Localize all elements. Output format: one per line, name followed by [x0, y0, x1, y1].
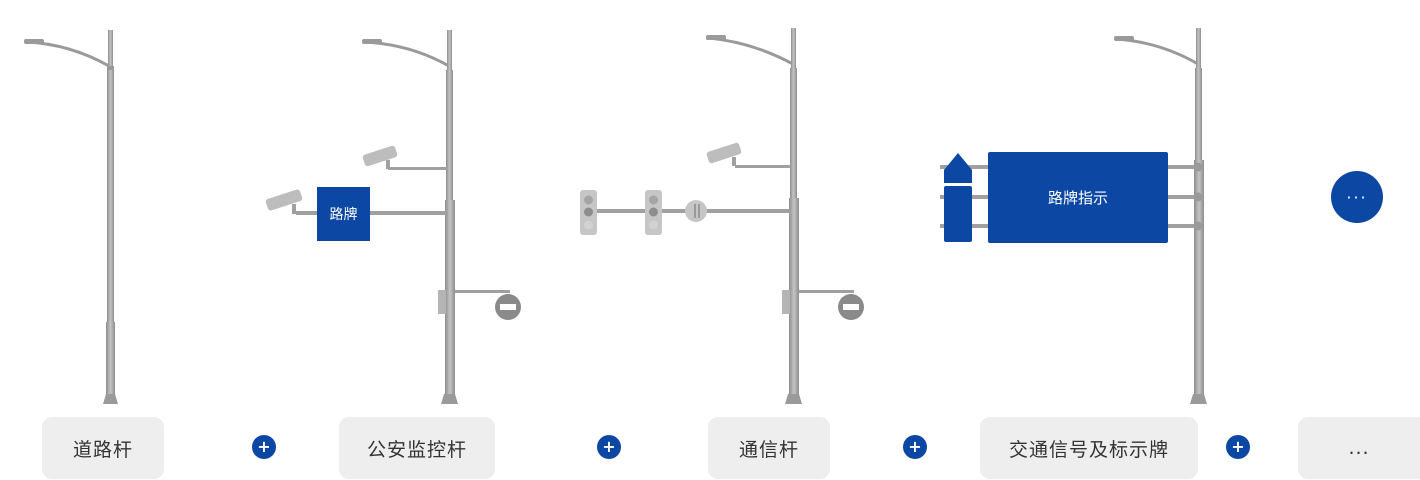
- road-pole-illustration: [24, 30, 118, 404]
- road-pole-button[interactable]: 道路杆: [42, 417, 164, 479]
- comm-pole-illustration: [580, 28, 864, 404]
- plus-icon: +: [1226, 435, 1250, 459]
- traffic-light-icon: [580, 190, 597, 235]
- plus-icon: +: [597, 435, 621, 459]
- more-options-button[interactable]: ···: [1331, 171, 1383, 223]
- round-sign-icon: [685, 200, 707, 222]
- security-pole-button[interactable]: 公安监控杆: [339, 417, 495, 479]
- plus-icon: +: [903, 435, 927, 459]
- guide-sign-board: [988, 152, 1168, 243]
- camera-icon: [265, 189, 303, 214]
- traffic-pole-button[interactable]: 交通信号及标示牌: [980, 417, 1198, 479]
- arrow-sign-icon: [944, 153, 972, 242]
- more-poles-button[interactable]: ...: [1298, 417, 1420, 479]
- comm-pole-button[interactable]: 通信杆: [708, 417, 830, 479]
- plus-icon: +: [252, 435, 276, 459]
- security-pole-illustration: 路牌: [265, 30, 521, 404]
- traffic-pole-illustration: 路牌指示: [940, 28, 1207, 404]
- camera-icon: [362, 145, 398, 169]
- traffic-light-icon: [645, 190, 662, 235]
- camera-icon: [706, 142, 742, 166]
- road-sign-board: [317, 187, 370, 241]
- guide-sign-text: 路牌指示: [1048, 189, 1108, 207]
- no-entry-sign-icon: [838, 294, 864, 320]
- no-entry-sign-icon: [495, 294, 521, 320]
- road-sign-text: 路牌: [330, 206, 358, 223]
